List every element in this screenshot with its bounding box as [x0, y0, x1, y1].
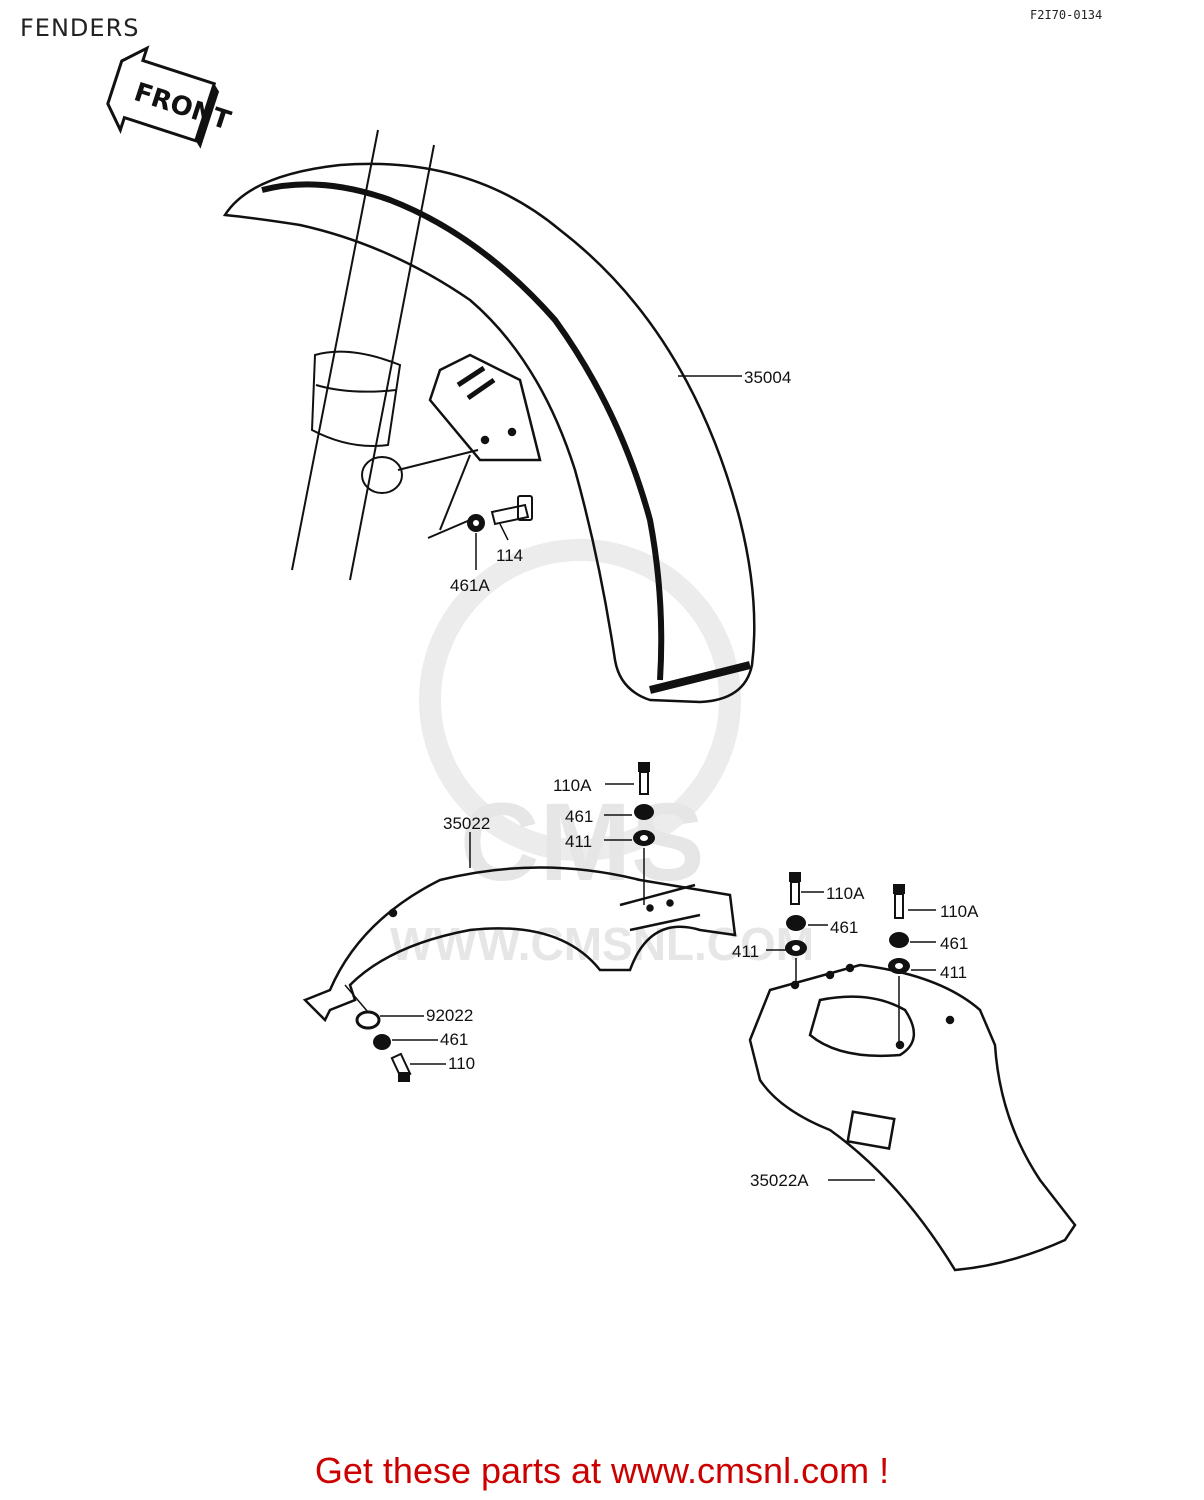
bolt-110a-1 — [638, 762, 650, 795]
label-110a-3: 110A — [940, 902, 979, 921]
rear-fender-35022 — [302, 866, 737, 1023]
label-461-3: 461 — [940, 934, 968, 953]
leader-lower-left — [344, 984, 369, 1013]
diagram-code: F2I70-0134 — [1030, 8, 1103, 22]
washer-411-3 — [888, 958, 910, 974]
label-35022a: 35022A — [750, 1171, 809, 1190]
label-92022: 92022 — [426, 1006, 473, 1025]
label-411-1: 411 — [565, 832, 592, 851]
bolt-110a-3 — [893, 884, 905, 919]
nut-461-2 — [786, 915, 806, 931]
nut-461-4 — [373, 1034, 391, 1050]
nut-461-1 — [634, 804, 654, 820]
label-461-1: 461 — [565, 807, 593, 826]
bolt-110a-2 — [789, 872, 801, 905]
leader-lines — [380, 375, 936, 1181]
label-461a: 461A — [450, 576, 490, 595]
label-411-3: 411 — [940, 963, 967, 982]
label-461-4: 461 — [440, 1030, 468, 1049]
rear-fender-35022a — [748, 963, 1077, 1272]
front-arrow: FRONT — [106, 45, 234, 149]
nut-461-3 — [889, 932, 909, 948]
collar-92022 — [355, 1010, 381, 1030]
front-bolt-114 — [427, 454, 533, 539]
washer-411-1 — [633, 830, 655, 846]
label-114: 114 — [496, 546, 523, 565]
watermark: CMS WWW.CMSNL.COM — [390, 539, 814, 970]
watermark-url: WWW.CMSNL.COM — [390, 918, 814, 970]
front-fender — [222, 162, 756, 704]
footer-link[interactable]: Get these parts at www.cmsnl.com ! — [314, 1450, 890, 1491]
label-411-2: 411 — [732, 942, 759, 961]
front-nut-461a — [467, 514, 485, 532]
label-35022: 35022 — [443, 814, 490, 833]
front-fork — [291, 129, 479, 581]
washer-411-2 — [785, 940, 807, 956]
page-title: FENDERS — [20, 14, 140, 42]
label-110a-1: 110A — [553, 776, 592, 795]
label-110a-2: 110A — [826, 884, 865, 903]
label-35004: 35004 — [744, 368, 791, 387]
label-461-2: 461 — [830, 918, 858, 937]
bolt-110 — [390, 1052, 412, 1082]
label-110: 110 — [448, 1054, 475, 1073]
